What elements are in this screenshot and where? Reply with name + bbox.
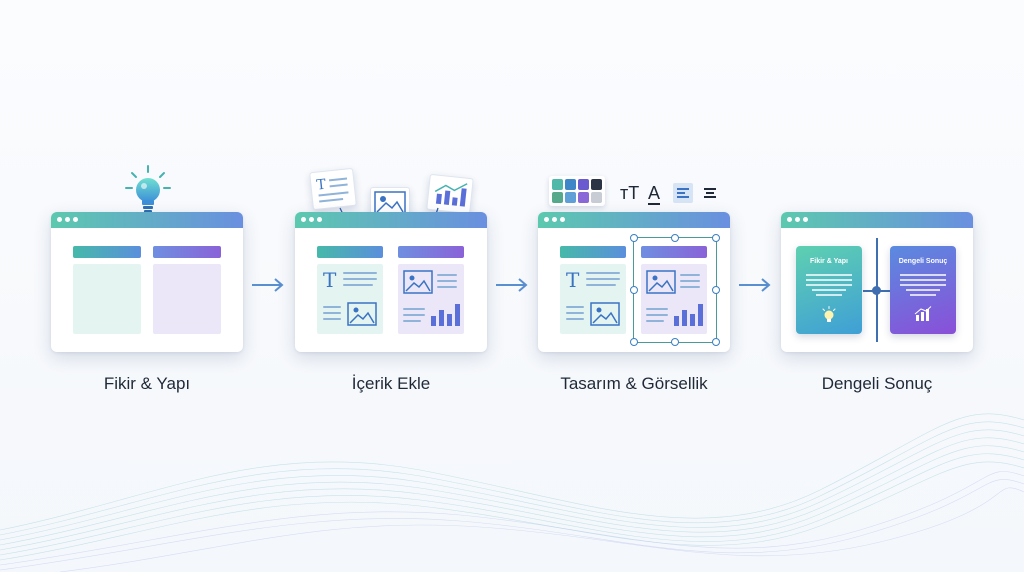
resize-handle[interactable] — [671, 338, 679, 346]
text-size-icon[interactable]: тT — [620, 183, 640, 203]
color-swatch[interactable] — [578, 179, 589, 190]
step1-window — [51, 212, 243, 352]
chart-icon — [426, 173, 474, 215]
color-swatch[interactable] — [591, 192, 602, 203]
text-line — [343, 284, 373, 286]
resize-handle[interactable] — [712, 234, 720, 242]
column-header-right — [641, 246, 707, 258]
lightbulb-icon — [125, 165, 171, 213]
text-line — [680, 274, 700, 276]
window-titlebar — [538, 212, 730, 228]
color-swatch[interactable] — [591, 179, 602, 190]
text-doc-icon: T — [309, 167, 357, 211]
step-caption-2: İçerik Ekle — [351, 374, 431, 393]
balance-beam — [863, 290, 890, 292]
window-dots — [544, 217, 565, 222]
align-center-icon[interactable] — [700, 183, 720, 203]
text-line — [323, 312, 341, 314]
resize-handle[interactable] — [630, 286, 638, 294]
text-line — [566, 312, 584, 314]
text-line — [680, 280, 700, 282]
image-icon — [347, 302, 377, 326]
text-line — [343, 272, 377, 274]
text-line — [403, 308, 425, 310]
step3-window: T — [538, 212, 730, 352]
result-card-right: Dengeli Sonuç — [890, 246, 956, 334]
text-line — [680, 286, 700, 288]
color-palette[interactable] — [549, 176, 605, 206]
text-line — [586, 272, 620, 274]
result-card-left: Fikir & Yapı — [796, 246, 862, 334]
text-line — [323, 318, 341, 320]
result-card-title: Fikir & Yapı — [810, 258, 848, 265]
color-swatch[interactable] — [552, 179, 563, 190]
color-swatch[interactable] — [578, 192, 589, 203]
arrow-right-icon — [739, 278, 771, 292]
chart-icon — [914, 306, 932, 321]
column-panel-left — [73, 264, 141, 334]
step2-window: T — [295, 212, 487, 352]
window-dots — [57, 217, 78, 222]
text-line — [646, 308, 668, 310]
result-card-title: Dengeli Sonuç — [898, 258, 948, 265]
resize-handle[interactable] — [712, 286, 720, 294]
text-line — [343, 278, 377, 280]
window-dots — [787, 217, 808, 222]
text-line — [437, 280, 457, 282]
window-titlebar — [295, 212, 487, 228]
chart-icon — [431, 304, 460, 326]
column-header-left — [317, 246, 383, 258]
color-swatch[interactable] — [565, 179, 576, 190]
text-line — [566, 306, 584, 308]
font-color-letter: A — [648, 183, 661, 205]
chart-icon — [674, 304, 703, 326]
window-dots — [301, 217, 322, 222]
text-line — [403, 314, 425, 316]
text-line — [437, 286, 457, 288]
text-line — [323, 306, 341, 308]
color-swatch[interactable] — [565, 192, 576, 203]
text-line — [437, 274, 457, 276]
column-header-right — [398, 246, 464, 258]
image-icon — [403, 270, 433, 294]
text-line — [403, 320, 421, 322]
column-header-left — [73, 246, 141, 258]
window-titlebar — [781, 212, 973, 228]
font-color-icon[interactable]: A — [648, 183, 661, 205]
image-icon — [646, 270, 676, 294]
text-icon: T — [323, 268, 337, 292]
resize-handle[interactable] — [712, 338, 720, 346]
text-line — [586, 284, 616, 286]
arrow-right-icon — [252, 278, 284, 292]
arrow-right-icon — [496, 278, 528, 292]
step-caption-4: Dengeli Sonuç — [821, 374, 933, 393]
resize-handle[interactable] — [671, 234, 679, 242]
lightbulb-icon — [822, 306, 836, 322]
column-panel-right — [153, 264, 221, 334]
text-line — [646, 314, 668, 316]
align-left-icon[interactable] — [673, 183, 693, 203]
step-caption-1: Fikir & Yapı — [103, 374, 191, 393]
column-header-left — [560, 246, 626, 258]
column-header-right — [153, 246, 221, 258]
selection-frame[interactable] — [630, 234, 720, 346]
text-line — [646, 320, 664, 322]
color-swatch[interactable] — [552, 192, 563, 203]
step-caption-3: Tasarım & Görsellik — [560, 374, 708, 393]
image-icon — [590, 302, 620, 326]
text-line — [586, 278, 620, 280]
window-titlebar — [51, 212, 243, 228]
background-waves — [0, 413, 1024, 572]
text-line — [566, 318, 584, 320]
resize-handle[interactable] — [630, 234, 638, 242]
text-icon: T — [566, 268, 580, 292]
resize-handle[interactable] — [630, 338, 638, 346]
